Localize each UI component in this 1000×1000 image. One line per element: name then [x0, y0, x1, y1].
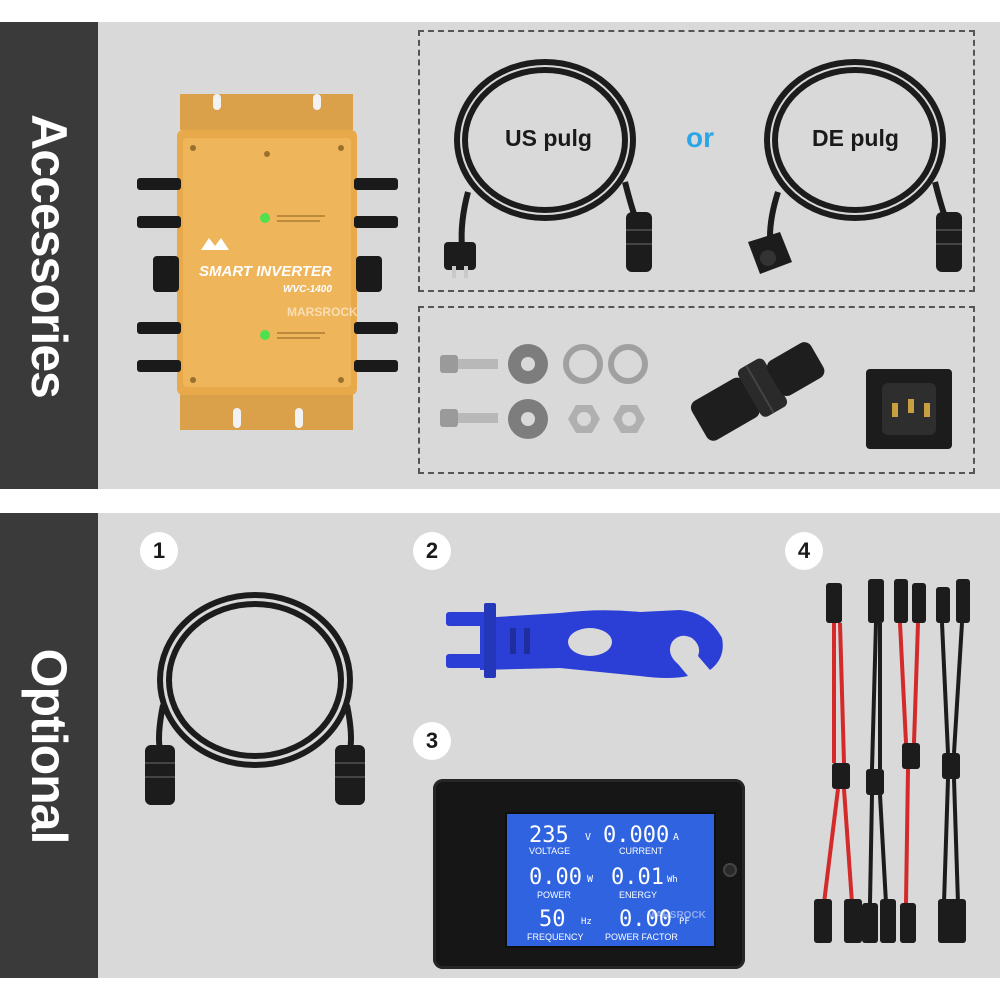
- current-label: CURRENT: [619, 846, 664, 856]
- optional-sidebar: Optional: [0, 513, 98, 978]
- inverter-model-text: WVC-1400: [283, 284, 332, 295]
- accessories-title: Accessories: [21, 113, 77, 398]
- accessories-sidebar: Accessories: [0, 22, 98, 489]
- hardware-parts-image: [440, 342, 952, 449]
- energy-value: 0.01: [611, 865, 664, 890]
- plug-options-box: [418, 30, 975, 292]
- pf-value: 0.00: [619, 907, 672, 932]
- inverter-watermark: MARSROCK: [287, 305, 358, 319]
- meter-led: [723, 863, 737, 877]
- energy-label: ENERGY: [619, 890, 657, 900]
- meter-lcd: 235 V VOLTAGE 0.000 A CURRENT 0.00 W POW…: [505, 812, 716, 948]
- or-label: or: [686, 122, 714, 153]
- optional-panel: Optional 1 2 3 4 235 V: [0, 513, 1000, 978]
- meter-lcd-readings: 235 V VOLTAGE 0.000 A CURRENT 0.00 W POW…: [527, 823, 707, 942]
- mc4-wrench-image: [446, 603, 723, 678]
- pf-label: POWER FACTOR: [605, 932, 678, 942]
- current-value: 0.000: [603, 823, 669, 848]
- power-value: 0.00: [529, 865, 582, 890]
- power-meter: 235 V VOLTAGE 0.000 A CURRENT 0.00 W POW…: [433, 779, 745, 969]
- voltage-value: 235: [529, 823, 569, 848]
- de-plug-label: DE pulg: [812, 125, 899, 151]
- extension-cable-image: [145, 592, 365, 805]
- inverter-brand-text: SMART INVERTER: [199, 263, 332, 280]
- accessories-panel: Accessories: [0, 22, 1000, 489]
- pf-unit: PF: [679, 917, 690, 927]
- item-4-badge: 4: [785, 532, 823, 570]
- energy-unit: Wh: [667, 875, 678, 885]
- frequency-unit: Hz: [581, 917, 592, 927]
- item-1-badge: 1: [140, 532, 178, 570]
- optional-title: Optional: [21, 648, 77, 843]
- frequency-label: FREQUENCY: [527, 932, 584, 942]
- item-3-badge: 3: [413, 722, 451, 760]
- meter-watermark: MARSROCK: [647, 910, 707, 921]
- y-branch-cables-image: [814, 579, 970, 943]
- item-2-badge: 2: [413, 532, 451, 570]
- hardware-box: [418, 306, 975, 474]
- us-plug-cable-image: [444, 59, 652, 278]
- frequency-value: 50: [539, 907, 566, 932]
- power-label: POWER: [537, 890, 572, 900]
- voltage-label: VOLTAGE: [529, 846, 570, 856]
- de-plug-cable-image: [748, 59, 962, 274]
- voltage-unit: V: [585, 832, 591, 843]
- current-unit: A: [673, 832, 679, 843]
- power-unit: W: [587, 874, 594, 885]
- us-plug-label: US pulg: [505, 125, 592, 151]
- micro-inverter-image: SMART INVERTER WVC-1400 MARSROCK: [137, 94, 398, 430]
